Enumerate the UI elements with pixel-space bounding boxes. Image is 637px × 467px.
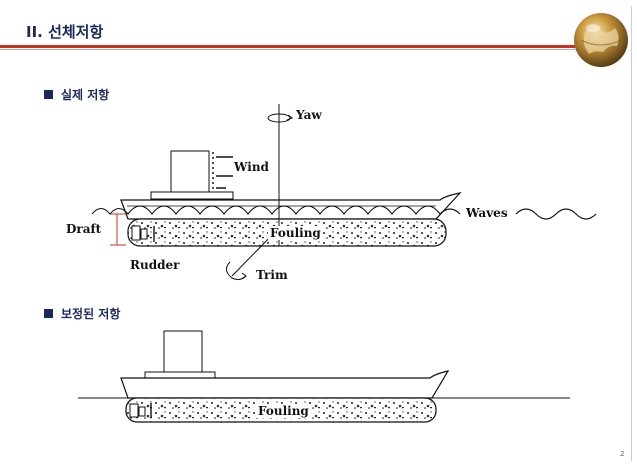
corrected-resistance-diagram [78, 330, 570, 423]
label-wind: Wind [234, 160, 269, 174]
square-bullet-icon [44, 309, 53, 318]
label-waves: Waves [466, 206, 508, 220]
section-heading-text: 보정된 저항 [61, 307, 121, 321]
square-bullet-icon [44, 90, 53, 99]
title-underline-red [0, 45, 575, 48]
slide-title: II. 선체저항 [26, 23, 104, 41]
slide-right-border [631, 6, 632, 461]
title-underline-grey [0, 49, 575, 50]
label-fouling: Fouling [268, 226, 323, 240]
label-fouling-corrected: Fouling [256, 404, 311, 418]
page-number: 2 [620, 450, 625, 458]
label-draft: Draft [66, 222, 102, 236]
section-heading-actual-resistance: 실제 저항 [44, 86, 109, 103]
actual-resistance-diagram [91, 104, 597, 281]
section-heading-corrected-resistance: 보정된 저항 [44, 305, 120, 322]
section-heading-text: 실제 저항 [61, 88, 110, 102]
globe-logo-icon [574, 13, 628, 67]
label-yaw: Yaw [296, 108, 322, 122]
label-rudder: Rudder [130, 258, 180, 272]
label-trim: Trim [256, 268, 288, 282]
